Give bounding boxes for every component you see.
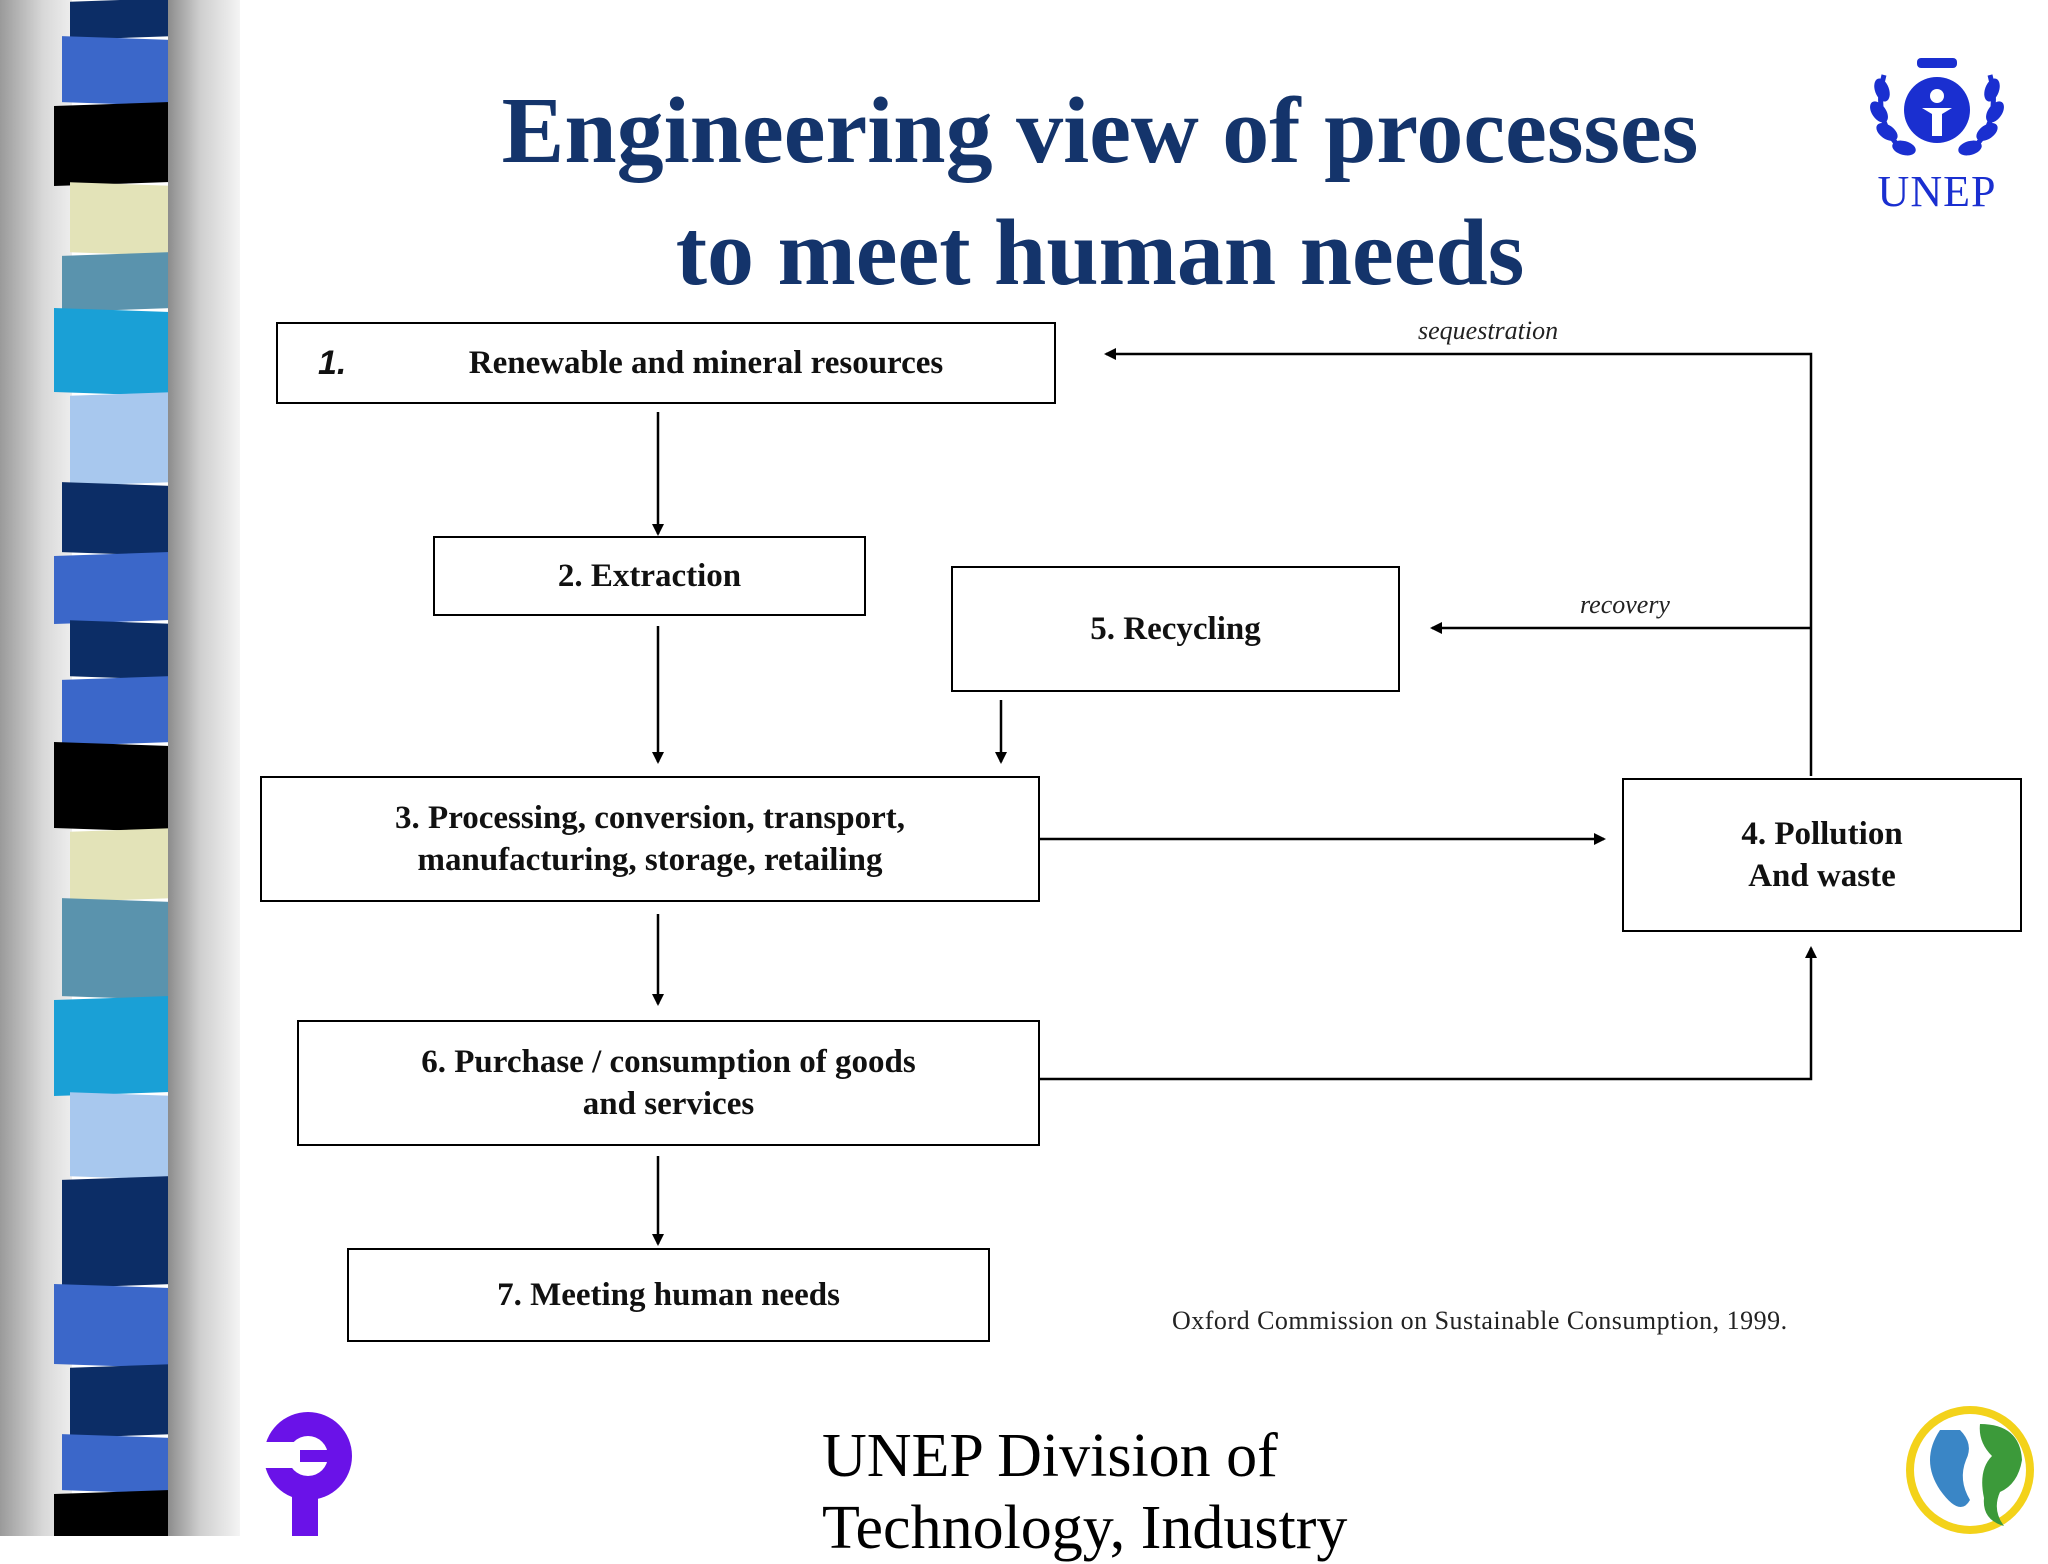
node-processing: 3. Processing, conversion, transport, ma… [260, 776, 1040, 902]
node-pollution-line2: And waste [1748, 858, 1896, 894]
node-pollution: 4. Pollution And waste [1622, 778, 2022, 932]
unep-logo: UNEP [1862, 50, 2012, 220]
earth-logo-icon [1906, 1406, 2034, 1534]
node-processing-line1: 3. Processing, conversion, transport, [395, 800, 905, 836]
node-extraction: 2. Extraction [433, 536, 866, 616]
unep-laurel-emblem-icon [1870, 58, 2004, 156]
edge-purchase-pollution [1037, 946, 1817, 1081]
stripe-shadow [168, 0, 240, 1536]
node-pollution-line1: 4. Pollution [1741, 816, 1903, 852]
node-purchase-line2: and services [582, 1086, 755, 1122]
node-needs: 7. Meeting human needs [347, 1248, 990, 1342]
node-needs-label: 7. Meeting human needs [497, 1277, 840, 1313]
footer-line-1: UNEP Division of [822, 1422, 1278, 1490]
slide-title: Engineering view of processes to meet hu… [300, 70, 1900, 314]
cleaner-production-logo-icon [260, 1412, 352, 1536]
footer-text: UNEP Division of Technology, Industry [822, 1420, 1347, 1564]
title-line-2: to meet human needs [675, 201, 1525, 305]
edge-label-sequestration: sequestration [1418, 316, 1559, 345]
node-extraction-label: 2. Extraction [557, 558, 742, 594]
node-recycling-label: 5. Recycling [1090, 611, 1261, 647]
node-resources: 1. Renewable and mineral resources [276, 322, 1056, 404]
unep-logo-text: UNEP [1877, 167, 1997, 216]
node-resources-number: 1. [318, 344, 347, 382]
edge-sequestration [1104, 348, 1813, 776]
edge-label-recovery: recovery [1580, 590, 1670, 619]
node-resources-label: Renewable and mineral resources [468, 345, 944, 381]
footer-line-2: Technology, Industry [822, 1494, 1348, 1562]
decorative-stripe-band [0, 0, 240, 1536]
citation: Oxford Commission on Sustainable Consump… [1172, 1306, 1788, 1335]
node-purchase: 6. Purchase / consumption of goods and s… [297, 1020, 1040, 1146]
title-line-1: Engineering view of processes [501, 79, 1699, 183]
node-recycling: 5. Recycling [951, 566, 1400, 692]
node-purchase-line1: 6. Purchase / consumption of goods [421, 1044, 916, 1080]
node-processing-line2: manufacturing, storage, retailing [417, 842, 883, 878]
